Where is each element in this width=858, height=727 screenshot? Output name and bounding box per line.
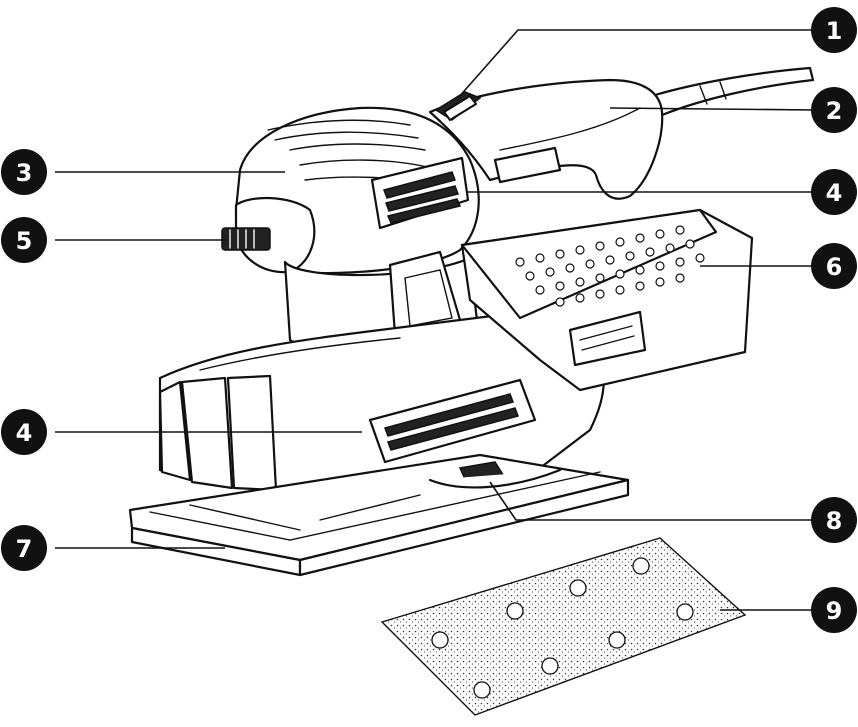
callout-6-label: 6 [826, 253, 843, 281]
callout-8-label: 8 [826, 507, 843, 535]
callout-6: 6 [811, 243, 857, 289]
callout-7: 7 [1, 525, 47, 571]
sanding-sheet [380, 537, 747, 716]
callout-7-label: 7 [16, 535, 33, 563]
callout-4-upper-label: 4 [826, 179, 843, 207]
callout-9-label: 9 [826, 597, 843, 625]
vent-upper [370, 156, 470, 230]
dust-box [460, 208, 754, 392]
motor-housing [234, 106, 480, 275]
callout-2-label: 2 [826, 97, 843, 125]
callout-1: 1 [811, 7, 857, 53]
paper-clamp [428, 461, 562, 489]
main-body [158, 308, 605, 492]
callout-4-lower: 4 [1, 409, 47, 455]
callout-9: 9 [811, 587, 857, 633]
callout-3: 3 [1, 149, 47, 195]
handle [428, 78, 664, 200]
callout-1-label: 1 [826, 17, 843, 45]
power-switch [434, 91, 482, 122]
callout-5-label: 5 [16, 227, 33, 255]
callout-8: 8 [811, 497, 857, 543]
leader-lines [55, 29, 816, 611]
callout-4-lower-label: 4 [16, 419, 33, 447]
power-cord [653, 66, 815, 117]
speed-dial [221, 227, 271, 251]
callout-4-upper: 4 [811, 169, 857, 215]
callout-3-label: 3 [16, 159, 33, 187]
callout-5: 5 [1, 217, 47, 263]
callout-2: 2 [811, 87, 857, 133]
